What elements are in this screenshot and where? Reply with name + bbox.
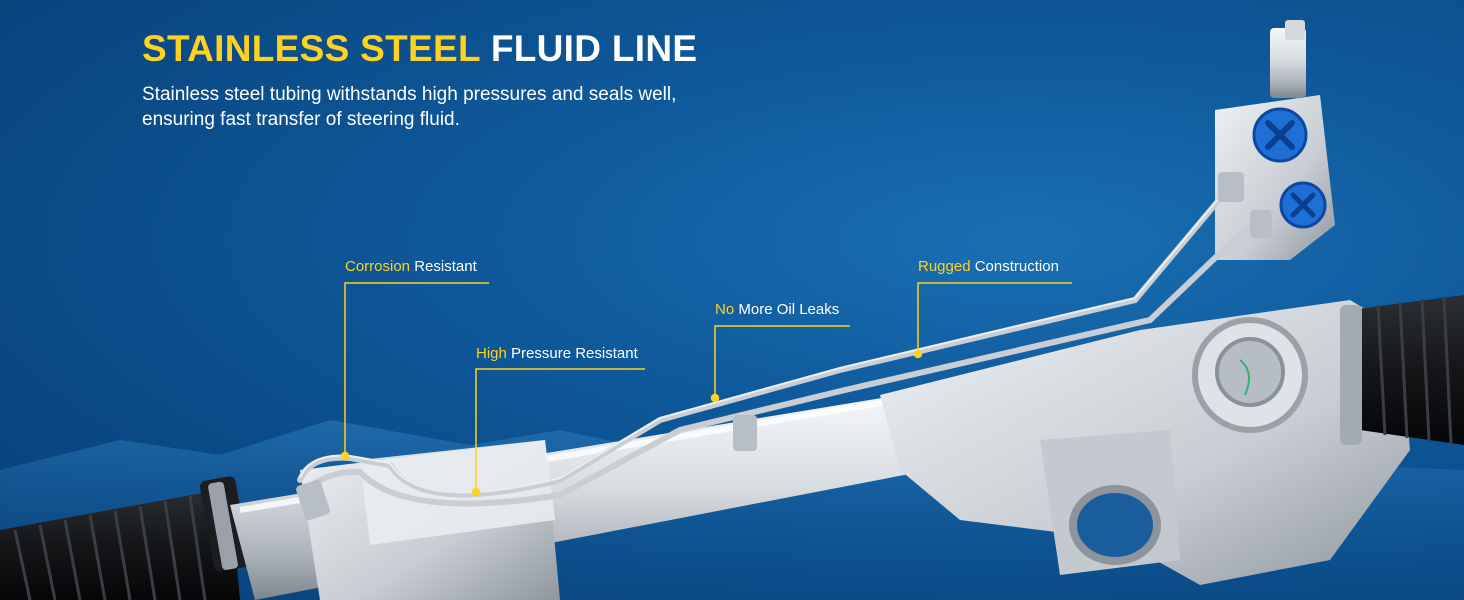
callout-highlight: Corrosion [345,258,411,275]
blue-port-cap-icon [1252,107,1327,229]
callout-high-pressure-resistant: High Pressure Resistant [476,345,638,363]
title-highlight: STAINLESS STEEL [142,28,481,69]
callout-highlight: High [476,345,507,362]
fluid-lines [297,172,1263,507]
right-boot [1340,295,1464,445]
callout-highlight: Rugged [918,258,971,275]
page-title: STAINLESS STEEL FLUID LINE [142,28,697,70]
feature-description: Stainless steel tubing withstands high p… [142,82,762,132]
callout-leaders [340,282,1072,497]
callout-corrosion-resistant: Corrosion Resistant [345,258,477,276]
callout-rugged-construction: Rugged Construction [918,258,1059,276]
title-rest: FLUID LINE [490,28,698,69]
callout-text: Construction [974,258,1059,275]
callout-text: More Oil Leaks [738,301,840,318]
callout-no-more-oil-leaks: No More Oil Leaks [715,301,839,319]
description-line-2: ensuring fast transfer of steering fluid… [142,109,460,130]
callout-highlight: No [715,301,735,318]
description-line-1: Stainless steel tubing withstands high p… [142,84,677,105]
left-boot [0,476,250,600]
callout-text: Pressure Resistant [511,345,638,362]
callout-text: Resistant [414,258,477,275]
